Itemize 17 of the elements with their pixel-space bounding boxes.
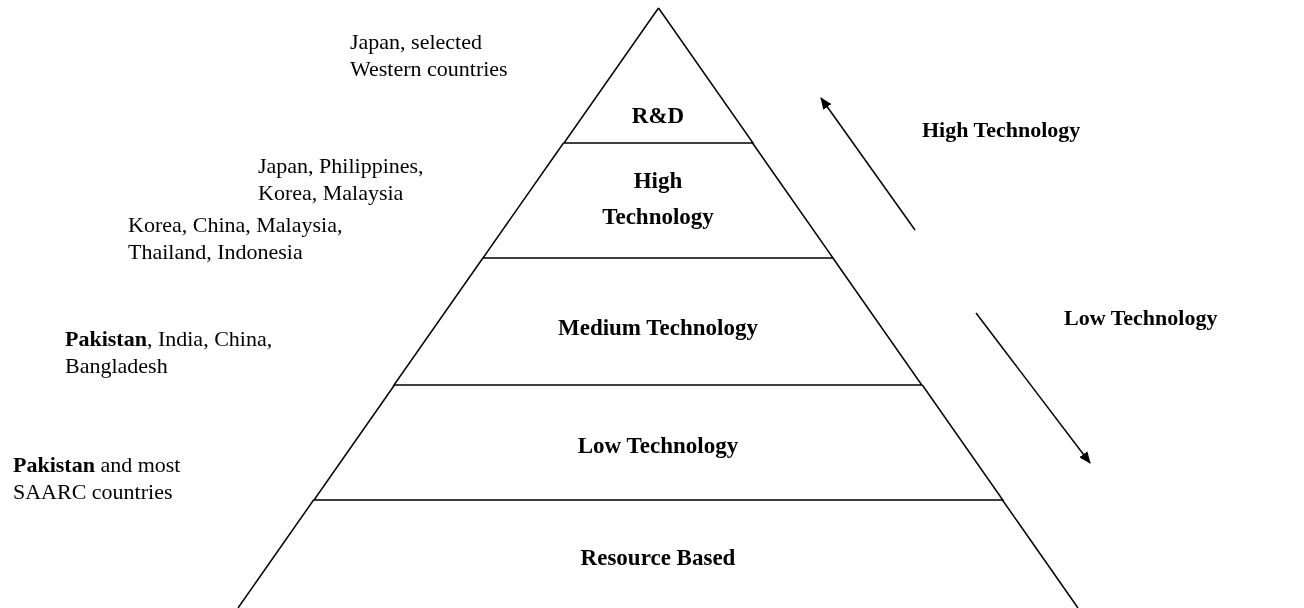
country-note: Korea, China, Malaysia, Thailand, Indonesia	[128, 211, 344, 265]
country-note: Japan, selected Western countries	[350, 28, 509, 82]
band-label: Low Technology	[577, 432, 739, 460]
apex-band	[563, 8, 753, 143]
pyramid-band	[394, 258, 922, 385]
pyramid-band	[313, 385, 1003, 500]
pyramid-band	[483, 143, 833, 258]
country-note: Japan, Philippines, Korea, Malaysia	[258, 152, 425, 206]
band-label: High Technology	[601, 167, 715, 231]
band-label: Medium Technology	[558, 314, 758, 342]
trend-label: Low Technology	[1064, 305, 1218, 331]
pyramid-band	[238, 500, 1078, 608]
band-label: Resource Based	[580, 544, 736, 572]
country-note: Pakistan and most SAARC countries	[13, 451, 182, 505]
band-label: R&D	[631, 102, 685, 130]
country-note: Pakistan, India, China, Bangladesh	[65, 325, 274, 379]
trend-label: High Technology	[922, 117, 1081, 143]
